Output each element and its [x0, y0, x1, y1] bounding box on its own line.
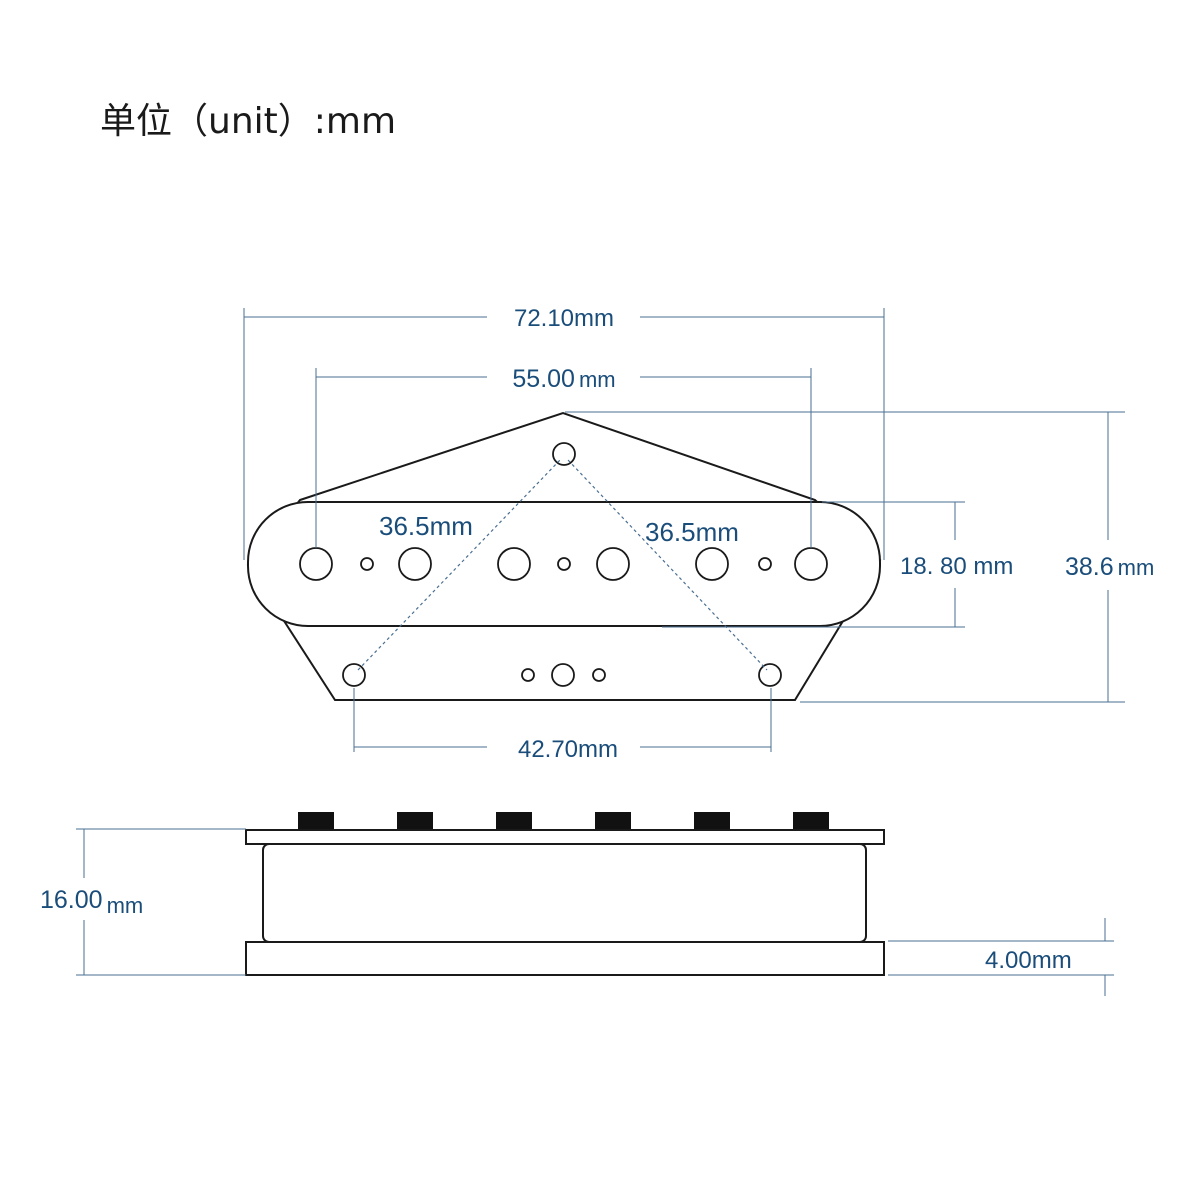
dim-pole-spacing — [315, 368, 812, 548]
dim-coil-width — [662, 501, 965, 628]
small-hole-2 — [557, 557, 571, 571]
ground-hole-center — [551, 663, 575, 687]
pole-hole-1 — [299, 547, 333, 581]
ground-hole-left — [521, 668, 535, 682]
coil-body — [262, 843, 867, 943]
base-thickness-label: 4.00mm — [985, 947, 1072, 974]
mount-hole-top — [552, 442, 576, 466]
pole-piece-1 — [298, 812, 334, 830]
dim-mount-spacing — [353, 688, 772, 752]
pole-piece-2 — [397, 812, 433, 830]
dim-overall-depth — [565, 411, 1125, 703]
pole-hole-3 — [497, 547, 531, 581]
mount-hole-left — [342, 663, 366, 687]
dim-overall-width — [243, 308, 885, 560]
overall-width-label: 72.10mm — [514, 305, 614, 332]
pole-hole-5 — [695, 547, 729, 581]
pole-piece-6 — [793, 812, 829, 830]
diagonal-right-label: 36.5mm — [645, 517, 739, 547]
mount-spacing-label: 42.70mm — [518, 736, 618, 763]
small-hole-1 — [360, 557, 374, 571]
ground-hole-right — [592, 668, 606, 682]
side-view — [245, 812, 885, 976]
diagonal-right-line — [567, 459, 768, 671]
pole-piece-3 — [496, 812, 532, 830]
mount-hole-right — [758, 663, 782, 687]
pole-piece-4 — [595, 812, 631, 830]
pole-hole-2 — [398, 547, 432, 581]
diagonal-left-label: 36.5mm — [379, 511, 473, 541]
side-base-plate — [245, 941, 885, 976]
pole-hole-6 — [794, 547, 828, 581]
coil-width-label: 18. 80 mm — [900, 553, 1013, 580]
dim-height — [76, 828, 246, 976]
diagonal-left-line — [357, 459, 561, 671]
unit-title: 单位（unit）:mm — [100, 101, 397, 142]
pole-hole-4 — [596, 547, 630, 581]
top-flange — [245, 829, 885, 845]
small-hole-3 — [758, 557, 772, 571]
pole-piece-5 — [694, 812, 730, 830]
top-view — [246, 411, 882, 701]
dim-base-thickness — [888, 918, 1114, 996]
